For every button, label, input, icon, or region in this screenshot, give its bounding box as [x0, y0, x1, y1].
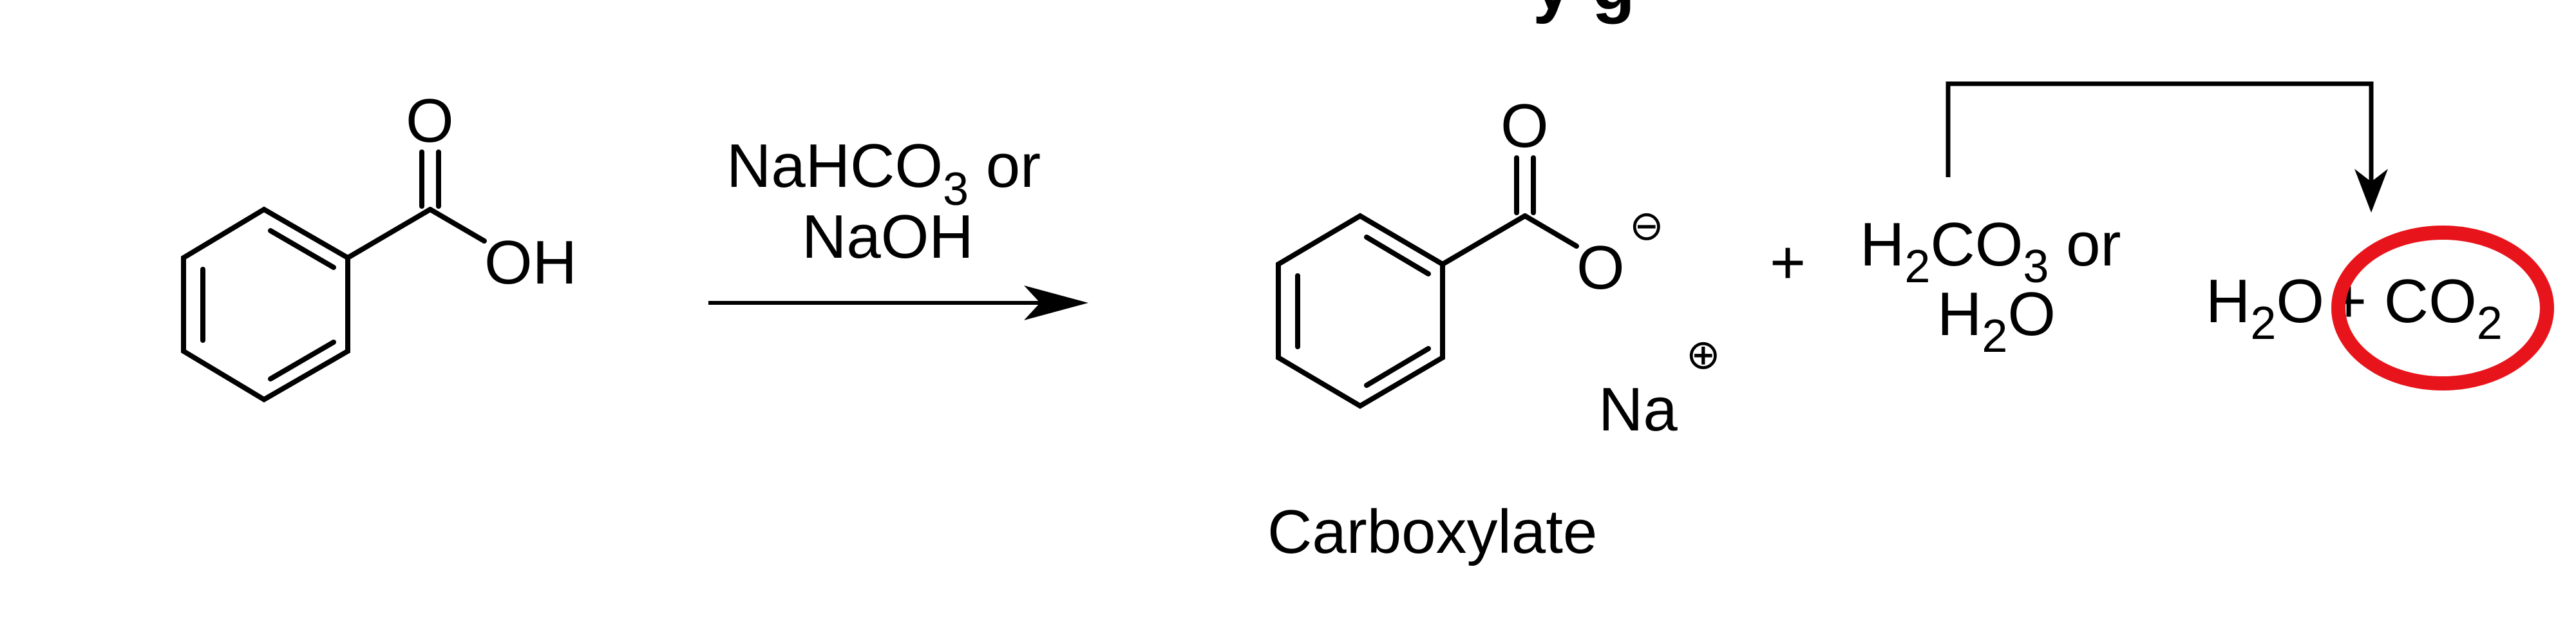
- reagent-line1-main: NaHCO: [726, 131, 943, 200]
- product-oxygen-label: O: [1501, 92, 1549, 160]
- reagent-line1: NaHCO3 or: [726, 131, 1041, 215]
- byproduct-co-sub: 3: [2023, 241, 2049, 293]
- product-ring-double-bond: [1364, 235, 1431, 276]
- byproduct-line2-o: O: [2007, 280, 2056, 349]
- product-name-caption: Carboxylate: [1267, 497, 1597, 566]
- decomposition-co: CO: [2384, 267, 2477, 336]
- decomposition-h-sub: 2: [2250, 298, 2276, 349]
- plus-sign: +: [1770, 228, 1806, 297]
- byproduct-or: or: [2049, 210, 2121, 279]
- reactant-oxygen-label: O: [406, 86, 454, 155]
- product-anion-oxygen-label: O: [1577, 233, 1625, 302]
- decomposition-bracket-arrow: [1946, 81, 2374, 193]
- decomposition-co-sub: 2: [2477, 298, 2503, 349]
- product-cation-charge: ⊕: [1686, 331, 1721, 378]
- reactant-c-oh-bond: [428, 207, 487, 244]
- byproduct-co: CO: [1930, 210, 2023, 279]
- decomposition-h: H: [2206, 267, 2250, 336]
- reactant-hydroxyl-label: OH: [484, 228, 577, 297]
- byproduct-line2: H2O: [1937, 280, 2056, 362]
- reagent-line1-tail: or: [969, 131, 1041, 200]
- byproduct-h-sub: 2: [1904, 241, 1930, 293]
- product-carboxylate: [1276, 155, 1579, 409]
- product-anion-charge: ⊖: [1629, 202, 1664, 249]
- reagent-line2: NaOH: [802, 202, 974, 271]
- byproduct-line1: H2CO3 or: [1860, 210, 2121, 293]
- product-ring-to-carbonyl-bond: [1440, 213, 1528, 267]
- product-c-o-single-bond: [1522, 213, 1579, 249]
- decomposition-o: O: [2276, 267, 2324, 336]
- decomposition-arrowhead: [2354, 169, 2388, 213]
- reagent-line1-sub: 3: [943, 164, 969, 215]
- product-benzene-ring: [1276, 213, 1445, 409]
- byproduct-h: H: [1860, 210, 1904, 279]
- reactant-benzoic-acid: [181, 149, 487, 403]
- reactant-benzene-ring: [181, 206, 350, 403]
- byproduct-line2-sub: 2: [1982, 311, 2007, 362]
- co2-highlight-circle: [2331, 226, 2554, 390]
- reactant-ring-to-carbonyl-bond: [345, 207, 433, 260]
- reactant-ring-double-bond: [268, 340, 336, 381]
- byproduct-line2-h: H: [1937, 280, 1982, 349]
- reactant-ring-double-bond: [268, 228, 336, 270]
- reaction-arrowhead: [1024, 285, 1088, 320]
- product-ring-double-bond: [1364, 346, 1431, 388]
- product-cation-label: Na: [1598, 375, 1678, 444]
- title-fragment: y g: [1533, 0, 1635, 24]
